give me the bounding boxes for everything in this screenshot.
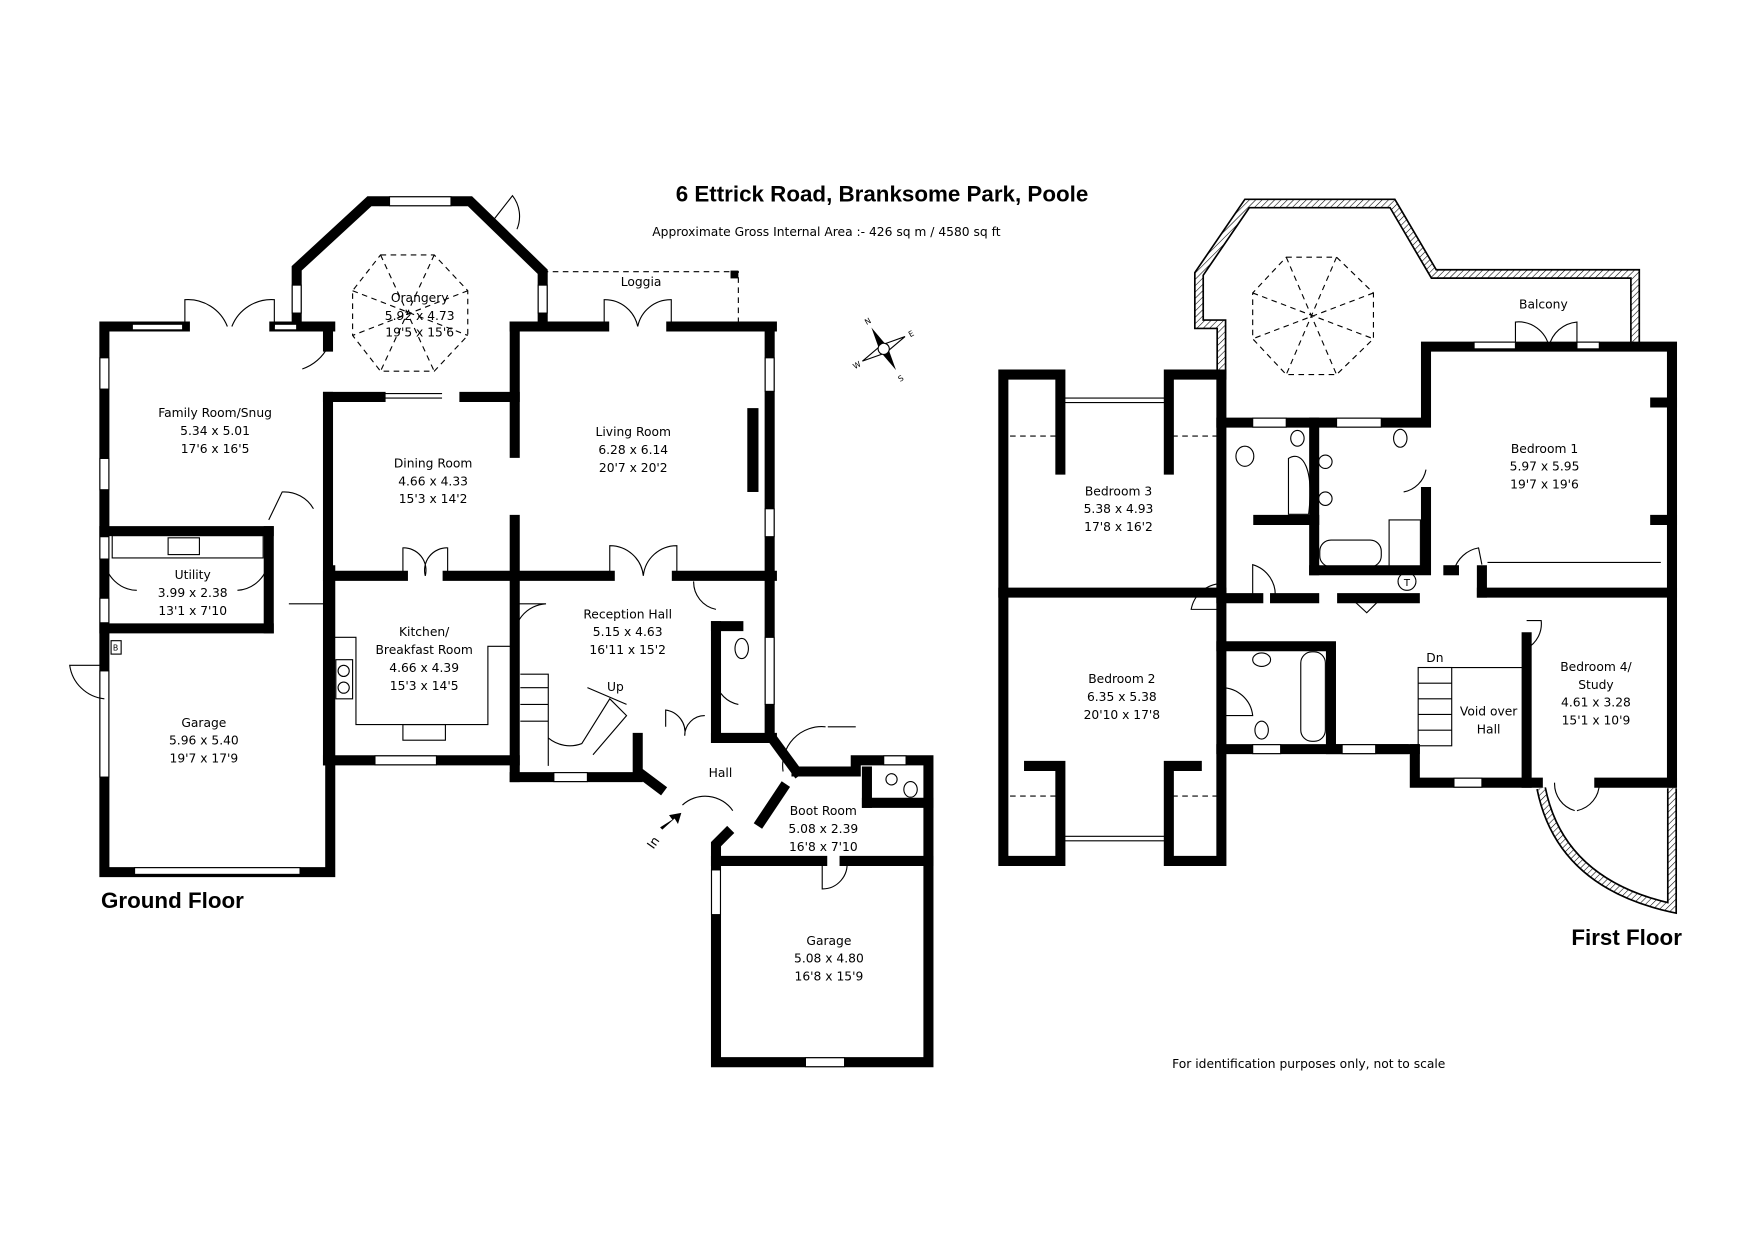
svg-text:Garage: Garage — [806, 934, 851, 948]
svg-text:5.08 x 4.80: 5.08 x 4.80 — [794, 952, 864, 966]
ground-floor-heading: Ground Floor — [101, 888, 244, 913]
room-hall: Hall — [709, 766, 733, 780]
boiler-label: B — [113, 644, 118, 653]
svg-text:Orangery: Orangery — [391, 291, 449, 305]
svg-text:19'7 x 19'6: 19'7 x 19'6 — [1510, 478, 1579, 492]
svg-text:Bedroom 2: Bedroom 2 — [1088, 672, 1155, 686]
svg-text:15'1 x 10'9: 15'1 x 10'9 — [1562, 714, 1631, 728]
tank-icon — [1397, 571, 1417, 591]
svg-text:16'8 x 7'10: 16'8 x 7'10 — [789, 840, 858, 854]
hob-icon — [335, 659, 354, 700]
svg-text:Reception Hall: Reception Hall — [583, 607, 672, 621]
svg-text:20'7 x 20'2: 20'7 x 20'2 — [599, 461, 668, 475]
plan-title: 6 Ettrick Road, Branksome Park, Poole — [676, 181, 1089, 206]
sink-icon — [167, 537, 200, 556]
entrance-arrow-icon — [660, 812, 682, 830]
room-living-room: Living Room 6.28 x 6.14 20'7 x 20'2 — [596, 425, 671, 475]
svg-text:N: N — [863, 316, 873, 327]
room-boot-room: Boot Room 5.08 x 2.39 16'8 x 7'10 — [788, 804, 858, 854]
room-garage-1: Garage 5.96 x 5.40 19'7 x 17'9 — [169, 716, 239, 766]
room-reception-hall: Reception Hall 5.15 x 4.63 16'11 x 15'2 — [583, 607, 672, 657]
svg-text:T: T — [1403, 578, 1411, 589]
stairs-down-label: Dn — [1426, 651, 1443, 665]
first-floor-heading: First Floor — [1571, 925, 1682, 950]
room-kitchen-breakfast: Kitchen/Breakfast Room 4.66 x 4.39 15'3 x … — [375, 625, 472, 693]
bath-icon — [1319, 539, 1382, 568]
svg-text:Utility: Utility — [175, 568, 211, 582]
staircase — [520, 673, 628, 766]
svg-text:E: E — [907, 329, 916, 339]
svg-text:Study: Study — [1578, 678, 1613, 692]
svg-text:5.92 x 4.73: 5.92 x 4.73 — [385, 309, 455, 323]
gross-internal-area: Approximate Gross Internal Area :- 426 s… — [652, 225, 1000, 239]
svg-text:Kitchen/: Kitchen/ — [399, 625, 450, 639]
svg-text:17'8 x 16'2: 17'8 x 16'2 — [1084, 520, 1153, 534]
svg-text:5.08 x 2.39: 5.08 x 2.39 — [788, 822, 858, 836]
svg-text:Living Room: Living Room — [596, 425, 671, 439]
svg-text:19'7 x 17'9: 19'7 x 17'9 — [170, 752, 239, 766]
svg-text:16'11 x 15'2: 16'11 x 15'2 — [589, 643, 666, 657]
svg-text:Void over: Void over — [1460, 705, 1518, 719]
svg-text:4.61 x 3.28: 4.61 x 3.28 — [1561, 696, 1631, 710]
svg-text:20'10 x 17'8: 20'10 x 17'8 — [1084, 708, 1161, 722]
svg-text:Family Room/Snug: Family Room/Snug — [158, 406, 272, 420]
svg-text:3.99 x 2.38: 3.99 x 2.38 — [158, 586, 228, 600]
svg-text:Bedroom 4/: Bedroom 4/ — [1560, 660, 1632, 674]
svg-text:Garage: Garage — [181, 716, 226, 730]
first-floor-plan: T — [998, 198, 1678, 915]
svg-text:15'3 x 14'5: 15'3 x 14'5 — [390, 679, 459, 693]
room-bedroom-3: Bedroom 3 5.38 x 4.93 17'8 x 16'2 — [1084, 484, 1154, 534]
svg-text:Bedroom 3: Bedroom 3 — [1085, 484, 1152, 498]
svg-text:S: S — [897, 373, 906, 383]
svg-text:13'1 x 7'10: 13'1 x 7'10 — [158, 604, 227, 618]
staircase-down — [1417, 666, 1453, 747]
ground-floor-labels: Orangery 5.92 x 4.73 19'5 x 15'6 Loggia Fa… — [101, 275, 864, 983]
room-loggia: Loggia — [621, 275, 662, 289]
room-bedroom-4-study: Bedroom 4/Study 4.61 x 3.28 15'1 x 10'9 — [1560, 660, 1632, 728]
kitchen-sink-icon — [402, 723, 446, 741]
svg-text:5.96 x 5.40: 5.96 x 5.40 — [169, 734, 239, 748]
svg-text:Boot Room: Boot Room — [790, 804, 857, 818]
room-family-room-snug: Family Room/Snug 5.34 x 5.01 17'6 x 16'5 — [158, 406, 272, 456]
room-dining-room: Dining Room 4.66 x 4.33 15'3 x 14'2 — [394, 456, 473, 506]
stairs-up-label: Up — [607, 680, 624, 694]
svg-text:4.66 x 4.33: 4.66 x 4.33 — [398, 474, 468, 488]
ground-floor-plan: B — [69, 194, 934, 1068]
shower-tray-icon — [1388, 519, 1421, 568]
room-orangery: Orangery 5.92 x 4.73 19'5 x 15'6 — [385, 291, 455, 340]
disclaimer: For identification purposes only, not to… — [1172, 1057, 1445, 1071]
svg-text:Bedroom 1: Bedroom 1 — [1511, 442, 1578, 456]
svg-text:W: W — [851, 359, 862, 371]
room-utility: Utility 3.99 x 2.38 13'1 x 7'10 — [158, 568, 228, 618]
svg-text:5.38 x 4.93: 5.38 x 4.93 — [1084, 502, 1154, 516]
svg-text:17'6 x 16'5: 17'6 x 16'5 — [181, 442, 250, 456]
entrance-label: In — [644, 834, 662, 851]
lantern-roof — [352, 254, 469, 372]
svg-text:Dining Room: Dining Room — [394, 456, 473, 470]
svg-text:5.97 x 5.95: 5.97 x 5.95 — [1510, 460, 1580, 474]
room-balcony: Balcony — [1519, 298, 1568, 312]
room-bedroom-1: Bedroom 1 5.97 x 5.95 19'7 x 19'6 — [1510, 442, 1580, 492]
room-garage-2: Garage 5.08 x 4.80 16'8 x 15'9 — [794, 934, 864, 984]
svg-text:6.35 x 5.38: 6.35 x 5.38 — [1087, 690, 1157, 704]
room-bedroom-2: Bedroom 2 6.35 x 5.38 20'10 x 17'8 — [1084, 672, 1161, 722]
svg-text:16'8 x 15'9: 16'8 x 15'9 — [795, 970, 864, 984]
svg-text:4.66 x 4.39: 4.66 x 4.39 — [389, 661, 459, 675]
svg-text:Breakfast Room: Breakfast Room — [375, 643, 472, 657]
compass-rose-icon: N S E W — [851, 316, 916, 384]
svg-text:19'5 x 15'6: 19'5 x 15'6 — [385, 326, 454, 340]
svg-text:5.15 x 4.63: 5.15 x 4.63 — [593, 625, 663, 639]
svg-text:6.28 x 6.14: 6.28 x 6.14 — [598, 443, 668, 457]
svg-text:15'3 x 14'2: 15'3 x 14'2 — [399, 492, 468, 506]
svg-text:Hall: Hall — [1477, 722, 1501, 736]
svg-text:5.34 x 5.01: 5.34 x 5.01 — [180, 424, 250, 438]
